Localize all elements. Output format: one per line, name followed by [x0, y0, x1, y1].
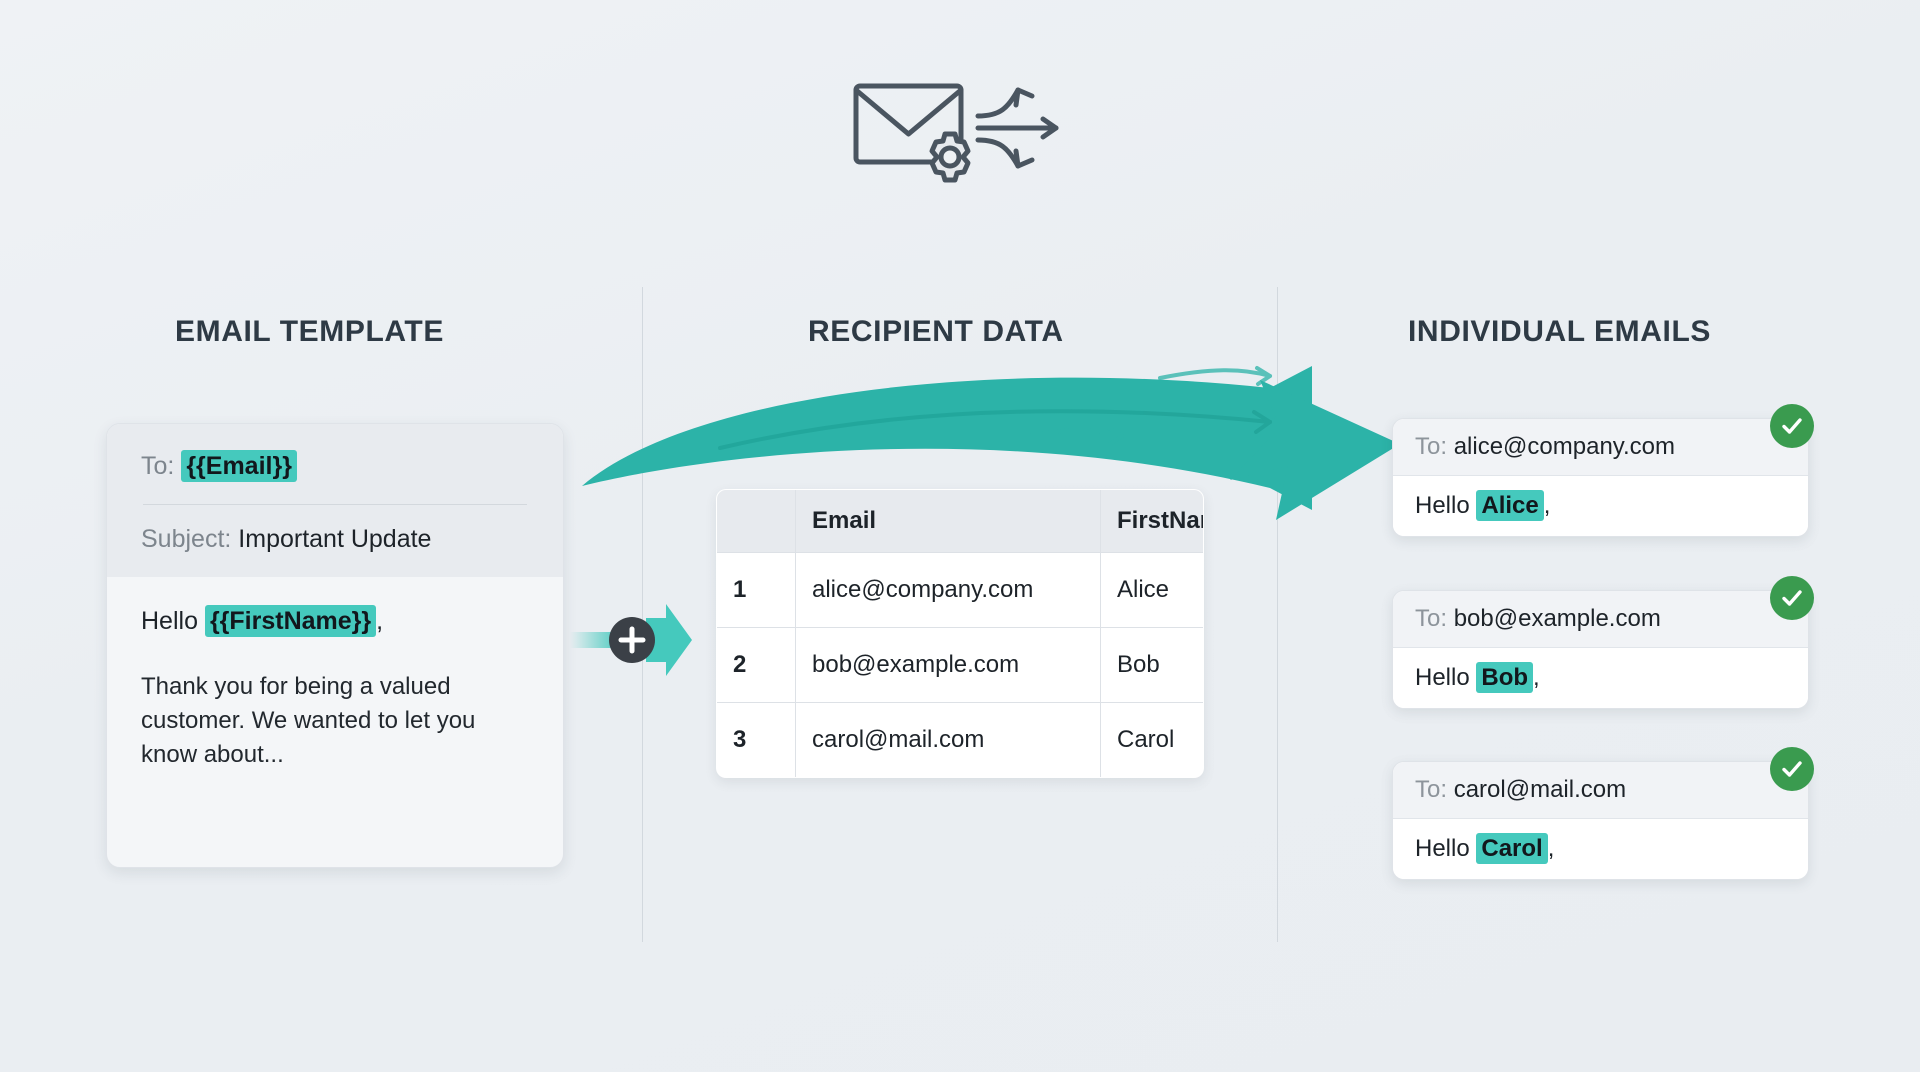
email-to-value: alice@company.com: [1453, 433, 1676, 460]
table-body: 1 alice@company.com Alice 2 bob@example.…: [717, 552, 1203, 777]
individual-email-card[interactable]: To: alice@company.com Hello Alice,: [1392, 418, 1809, 537]
row-index: 3: [717, 702, 796, 777]
section-title-email-template: EMAIL TEMPLATE: [175, 315, 444, 348]
email-greeting-suffix: ,: [1547, 835, 1555, 862]
motion-trail-lower: [1016, 426, 1124, 446]
email-card-greeting-row: Hello Alice,: [1393, 476, 1808, 536]
table-header-row: Email FirstName: [717, 490, 1203, 553]
check-icon: [1782, 590, 1802, 606]
template-subject-label: Subject:: [141, 524, 232, 553]
email-template-card[interactable]: To: {{Email}} Subject: Important Update …: [106, 423, 564, 868]
column-header-firstname: FirstName: [1100, 490, 1203, 553]
check-icon: [1782, 761, 1802, 777]
email-card-to-row: To: bob@example.com: [1393, 591, 1808, 648]
individual-email-card[interactable]: To: bob@example.com Hello Bob,: [1392, 590, 1809, 709]
email-to-label: To:: [1415, 433, 1448, 460]
section-title-individual-emails: INDIVIDUAL EMAILS: [1408, 315, 1711, 348]
template-to-row: To: {{Email}}: [141, 450, 529, 484]
table-header: Email FirstName: [717, 490, 1203, 553]
email-greeting-prefix: Hello: [1415, 492, 1470, 519]
template-subject-row: Subject: Important Update: [141, 523, 529, 557]
status-badge-sent: [1770, 404, 1814, 448]
email-to-label: To:: [1415, 605, 1448, 632]
template-subject-value: Important Update: [238, 524, 432, 553]
plus-icon: [618, 626, 646, 654]
cell-firstname: Carol: [1100, 702, 1203, 777]
email-to-label: To:: [1415, 776, 1448, 803]
motion-trail-upper: [1158, 366, 1272, 386]
email-greeting-name: Carol: [1476, 833, 1548, 864]
column-divider-left: [642, 287, 643, 942]
template-to-token: {{Email}}: [181, 450, 297, 482]
email-greeting-suffix: ,: [1533, 664, 1540, 691]
column-header-index: [717, 490, 796, 553]
email-greeting-name: Bob: [1476, 662, 1534, 693]
template-firstname-token: {{FirstName}}: [204, 604, 377, 637]
email-to-value: bob@example.com: [1453, 605, 1661, 632]
template-greeting-row: Hello {{FirstName}},: [141, 604, 529, 637]
table-row[interactable]: 1 alice@company.com Alice: [717, 552, 1203, 628]
row-index: 2: [717, 627, 796, 703]
email-template-body: Hello {{FirstName}}, Thank you for being…: [107, 576, 563, 772]
email-greeting-prefix: Hello: [1415, 664, 1470, 691]
section-title-recipient-data: RECIPIENT DATA: [808, 315, 1064, 348]
cell-email: carol@mail.com: [795, 702, 1101, 777]
cell-email: alice@company.com: [795, 552, 1101, 628]
email-card-to-row: To: carol@mail.com: [1393, 762, 1808, 819]
email-card-to-row: To: alice@company.com: [1393, 419, 1808, 476]
table-row[interactable]: 3 carol@mail.com Carol: [717, 702, 1203, 777]
template-greeting-prefix: Hello: [141, 606, 198, 635]
cell-firstname: Bob: [1100, 627, 1203, 703]
template-to-label: To:: [141, 452, 175, 480]
template-greeting-suffix: ,: [376, 606, 384, 635]
email-to-value: carol@mail.com: [1453, 776, 1627, 803]
column-header-email: Email: [795, 490, 1101, 553]
status-badge-sent: [1770, 576, 1814, 620]
email-card-greeting-row: Hello Bob,: [1393, 648, 1808, 708]
email-template-header: To: {{Email}} Subject: Important Update: [107, 424, 563, 577]
status-badge-sent: [1770, 747, 1814, 791]
recipient-data-table[interactable]: Email FirstName 1 alice@company.com Alic…: [716, 489, 1204, 778]
table-row[interactable]: 2 bob@example.com Bob: [717, 627, 1203, 703]
template-header-divider: [143, 503, 527, 505]
cell-email: bob@example.com: [795, 627, 1101, 703]
envelope-gear-distribute-icon: [853, 83, 1059, 183]
individual-email-card[interactable]: To: carol@mail.com Hello Carol,: [1392, 761, 1809, 880]
email-greeting-prefix: Hello: [1415, 835, 1470, 862]
email-greeting-name: Alice: [1476, 490, 1544, 521]
row-index: 1: [717, 552, 796, 628]
merge-fade-bar: [570, 632, 622, 648]
merge-arrow-shape: [646, 604, 692, 676]
template-paragraph: Thank you for being a valued customer. W…: [141, 672, 476, 768]
cell-firstname: Alice: [1100, 552, 1203, 628]
email-greeting-suffix: ,: [1543, 492, 1551, 519]
flow-arrow-head: [1220, 380, 1400, 520]
merge-plus-connector: [570, 604, 692, 676]
column-divider-right: [1277, 287, 1278, 942]
email-card-greeting-row: Hello Carol,: [1393, 819, 1808, 879]
check-icon: [1782, 418, 1802, 434]
